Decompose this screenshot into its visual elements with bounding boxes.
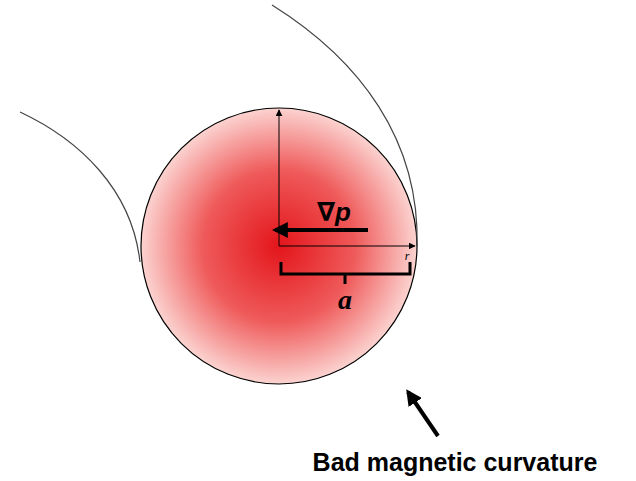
annotation-label: Bad magnetic curvature — [313, 450, 598, 475]
radius-label: r — [405, 250, 410, 262]
plasma-cross-section — [141, 108, 417, 384]
radius-arrow — [279, 246, 415, 247]
field-line — [272, 5, 417, 246]
radius-arrow — [279, 110, 280, 246]
gradient-arrow — [275, 228, 368, 232]
minor-radius-label: a — [338, 286, 352, 314]
pressure-gradient-label: ∇p — [317, 199, 351, 225]
field-line — [20, 112, 140, 262]
pointer-arrow — [408, 392, 438, 436]
bracket — [281, 262, 410, 284]
